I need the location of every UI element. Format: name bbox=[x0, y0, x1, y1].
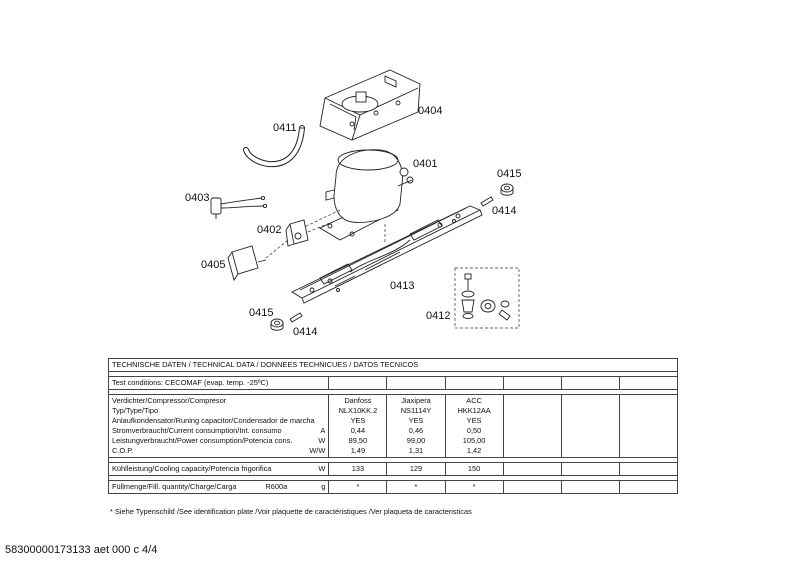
label-0404: 0404 bbox=[418, 105, 442, 117]
part-0401-compressor bbox=[297, 149, 414, 241]
part-0404-cover-box bbox=[319, 69, 421, 141]
spec-labels: Verdichter/Compressor/Compresor Typ/Type… bbox=[107, 394, 330, 458]
test-conditions: Test conditions: CECOMAF (evap. temp. -2… bbox=[107, 376, 330, 390]
compressor-column-3: ACC HKK12AA YES 0,50 105,00 1,42 bbox=[444, 394, 504, 458]
exploded-parts-diagram: 0404 0411 0401 0403 0415 0414 0402 0405 … bbox=[185, 69, 521, 338]
document-id: 58300000173133 aet 000 c 4/4 bbox=[5, 544, 158, 556]
label-0412: 0412 bbox=[426, 310, 450, 322]
part-0414-pin-left bbox=[289, 312, 303, 323]
part-0415-grommet-right bbox=[500, 183, 514, 196]
fill-quantity-row: Füllmenge/Fill. quantity/Charge/Carga R6… bbox=[107, 480, 679, 494]
cooling-capacity-row: Kühlleistung/Cooling capacity/Potencia f… bbox=[107, 462, 679, 476]
table-title: TECHNISCHE DATEN / TECHNICAL DATA / DONN… bbox=[108, 358, 678, 372]
label-0401: 0401 bbox=[413, 158, 437, 170]
compressor-specs-row: Verdichter/Compressor/Compresor Typ/Type… bbox=[107, 394, 679, 458]
technical-data-table: TECHNISCHE DATEN / TECHNICAL DATA / DONN… bbox=[107, 358, 679, 494]
label-0414-right: 0414 bbox=[492, 205, 516, 217]
test-conditions-row: Test conditions: CECOMAF (evap. temp. -2… bbox=[107, 376, 679, 390]
part-0414-pin-right bbox=[480, 196, 494, 207]
table-title-row: TECHNISCHE DATEN / TECHNICAL DATA / DONN… bbox=[108, 358, 678, 372]
label-0411: 0411 bbox=[273, 122, 297, 134]
label-0403: 0403 bbox=[185, 192, 209, 204]
part-0403-capacitor bbox=[210, 195, 268, 219]
footnote: * Siehe Typenschild /See identification … bbox=[110, 507, 472, 516]
part-0413-mounting-rail bbox=[291, 205, 483, 304]
part-0405-cover bbox=[227, 239, 289, 282]
label-0415-left: 0415 bbox=[249, 307, 273, 319]
label-0415-right: 0415 bbox=[497, 168, 521, 180]
part-0402-relay bbox=[285, 219, 333, 247]
part-0411-hose bbox=[243, 125, 305, 168]
compressor-column-2: Jiaxipera NS1114Y YES 0,46 99,00 1,31 bbox=[386, 394, 446, 458]
label-0414-left: 0414 bbox=[293, 326, 317, 338]
part-0412-fixing-kit bbox=[454, 267, 520, 329]
label-0405: 0405 bbox=[201, 259, 225, 271]
part-0415-grommet-left bbox=[270, 318, 284, 331]
compressor-column-1: Danfoss NLX10KK.2 YES 0,44 89,50 1,49 bbox=[328, 394, 388, 458]
label-0413: 0413 bbox=[390, 280, 414, 292]
label-0402: 0402 bbox=[257, 224, 281, 236]
